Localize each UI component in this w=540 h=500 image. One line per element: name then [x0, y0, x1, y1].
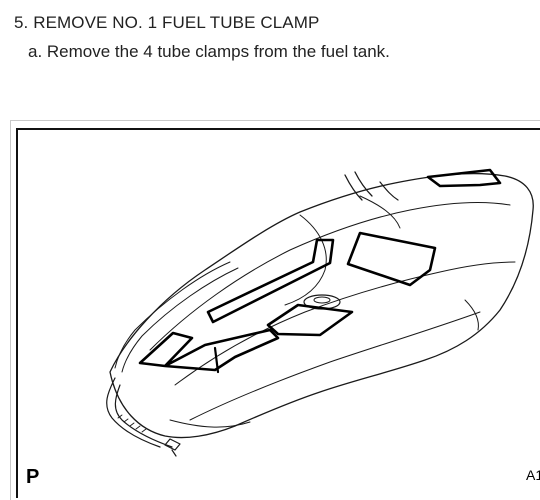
hose-connector [164, 438, 181, 457]
figure-corner-label: P [26, 466, 40, 488]
tube-clamp-1 [426, 168, 502, 188]
filler-neck [344, 171, 373, 201]
figure-outer-frame [10, 120, 540, 500]
hose-corrugation [117, 414, 147, 433]
vent-tube [379, 181, 399, 201]
clamp-pointer [213, 346, 220, 374]
tank-contour-middle [174, 261, 516, 386]
fuel-line-2 [114, 384, 173, 448]
fuel-line-1 [106, 377, 161, 448]
tube-clamp-4 [266, 303, 354, 337]
tank-rim-2 [359, 195, 401, 229]
tank-rim [284, 214, 327, 306]
tank-contour-upper [149, 202, 511, 351]
tank-contour-lower [189, 311, 481, 421]
fuel-pump-cap-inner [313, 296, 331, 304]
tube-clamp-5 [138, 328, 280, 372]
tube-clamp-3 [206, 238, 335, 324]
step-heading: 5. REMOVE NO. 1 FUEL TUBE CLAMP [14, 13, 320, 32]
figure-frame [16, 128, 540, 498]
figure-code: A1 [526, 467, 540, 483]
fuel-line-4 [121, 267, 239, 373]
fuel-line-3 [114, 261, 231, 369]
tank-strap [169, 419, 251, 428]
step-instruction: a. Remove the 4 tube clamps from the fue… [28, 42, 390, 61]
mount-bracket [464, 299, 479, 331]
tube-clamp-2 [346, 231, 437, 287]
